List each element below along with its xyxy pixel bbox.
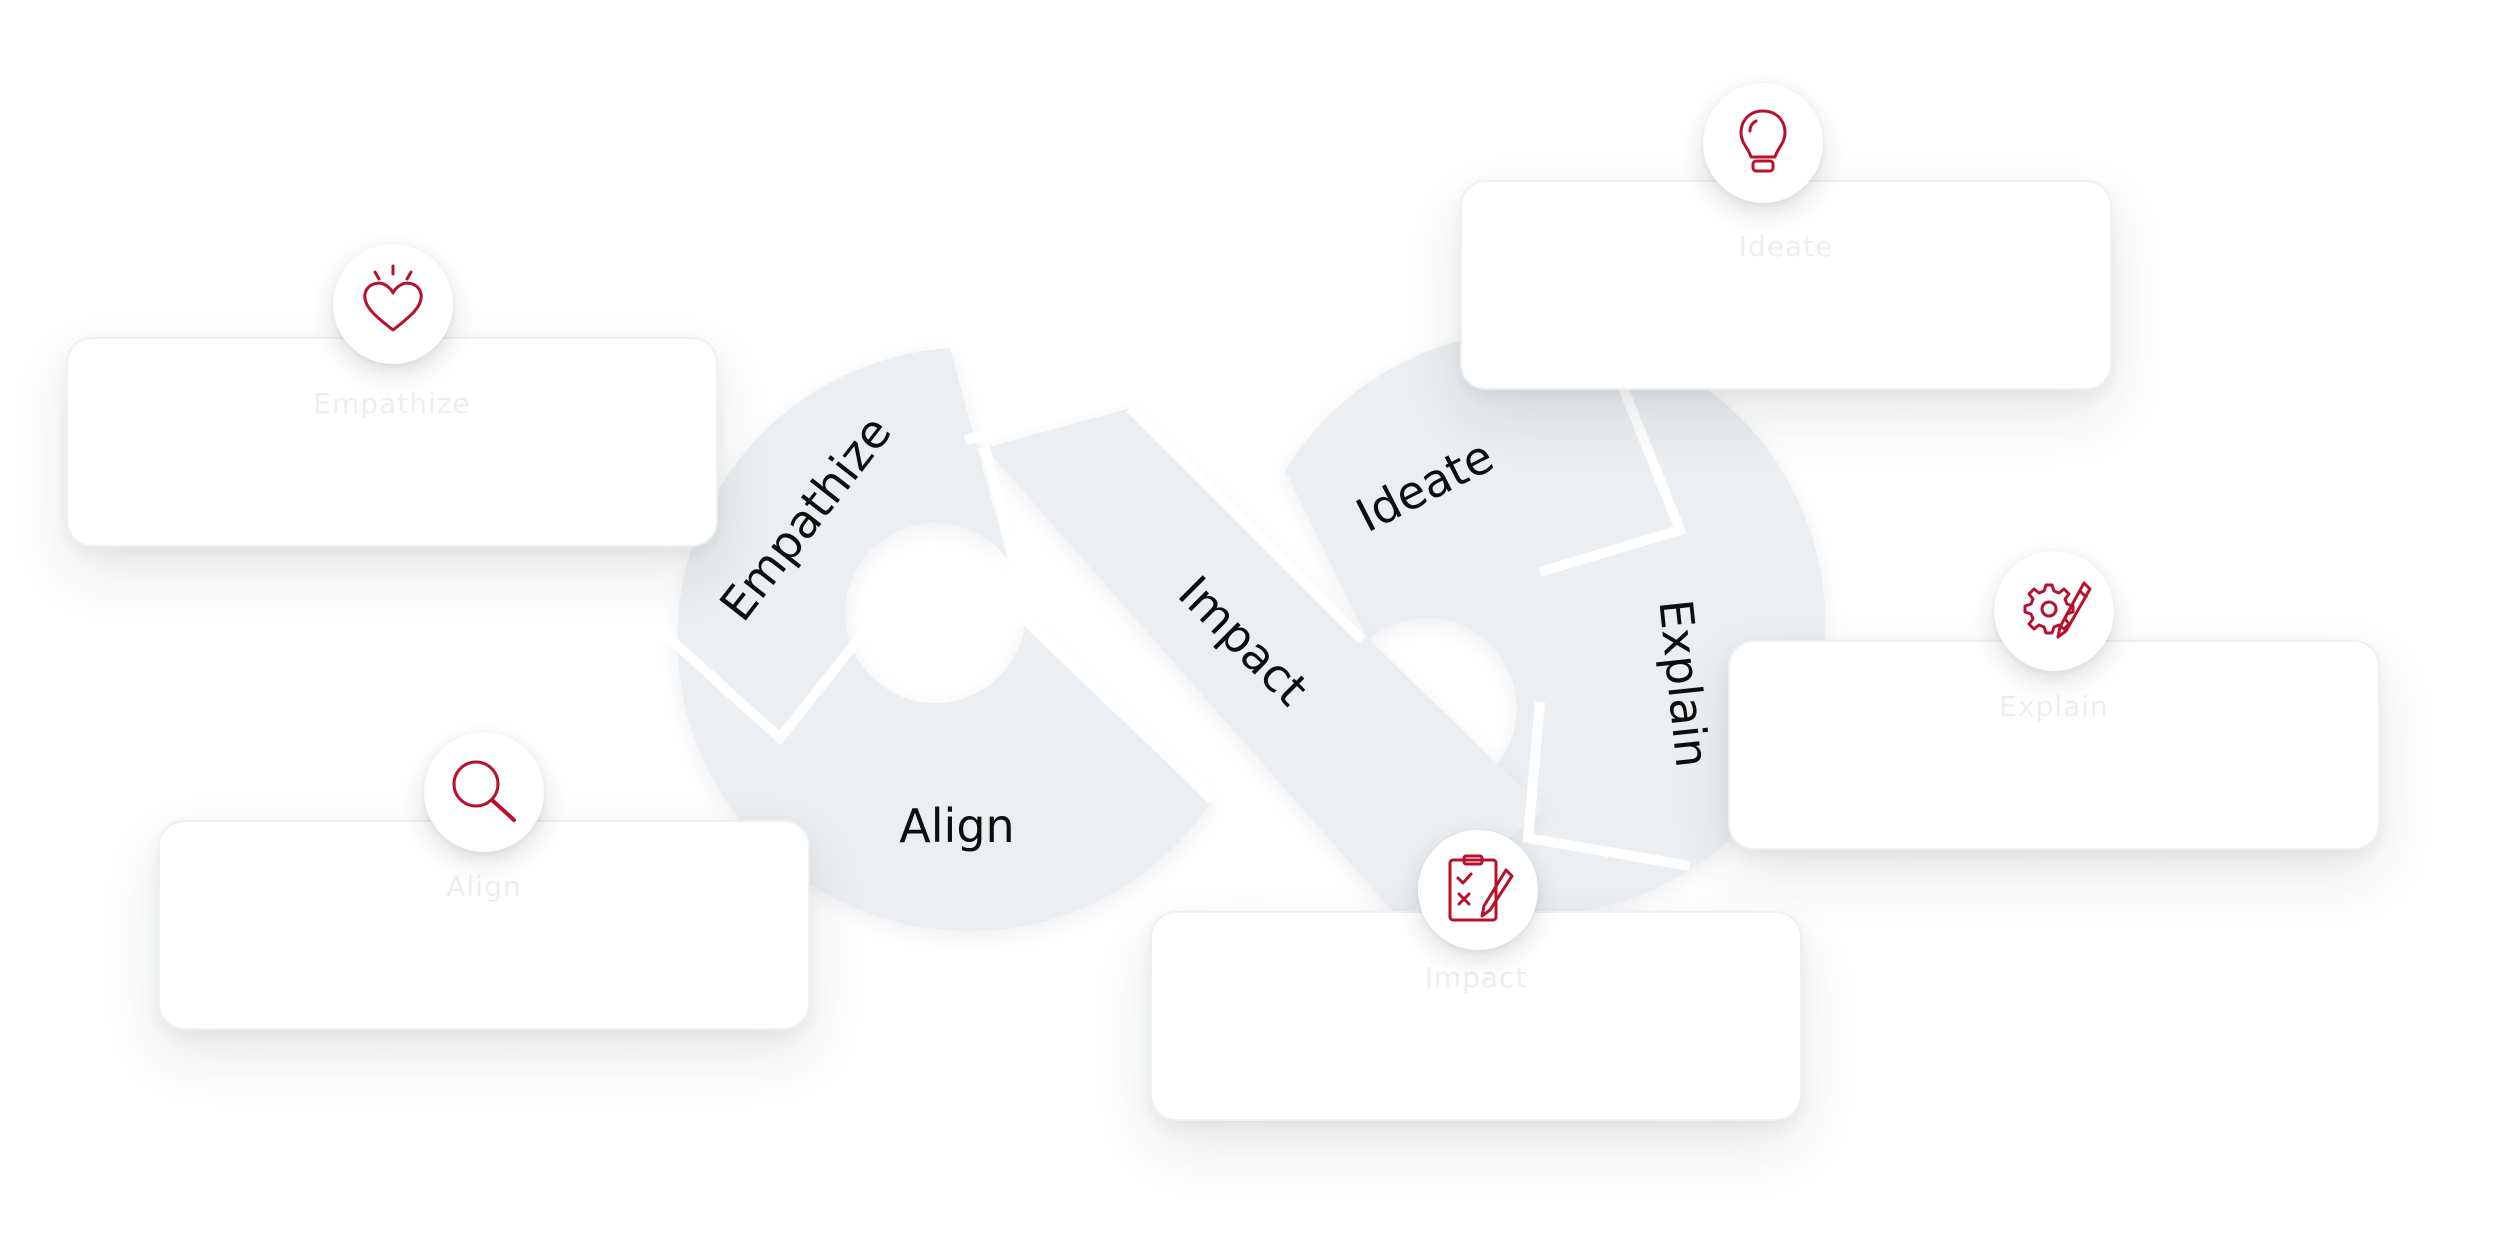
align-card-title: Align <box>446 870 522 903</box>
heart-icon <box>363 264 423 332</box>
ideate-card: Ideate <box>1460 180 2112 390</box>
align-badge <box>424 732 544 852</box>
left-loop <box>677 348 1213 932</box>
empathize-card-title: Empathize <box>313 387 471 420</box>
ideate-card-title: Ideate <box>1738 230 1834 263</box>
checklist-icon <box>1448 854 1514 922</box>
step-label-align: Align <box>899 799 1014 853</box>
segment-separators <box>656 378 1691 871</box>
explain-card-title: Explain <box>1999 690 2109 723</box>
impact-card-title: Impact <box>1424 961 1528 994</box>
align-card: Align <box>158 820 810 1030</box>
impact-badge <box>1418 830 1538 950</box>
search-icon <box>452 760 516 822</box>
explain-card: Explain <box>1728 640 2380 850</box>
ideate-badge <box>1703 83 1823 203</box>
impact-band <box>985 408 1545 920</box>
empathize-badge <box>333 244 453 364</box>
empathize-card: Empathize <box>66 337 718 547</box>
gear-pencil-icon <box>2023 581 2092 639</box>
right-loop <box>1285 331 1826 916</box>
lightbulb-icon <box>1739 109 1787 173</box>
explain-badge <box>1994 551 2114 671</box>
